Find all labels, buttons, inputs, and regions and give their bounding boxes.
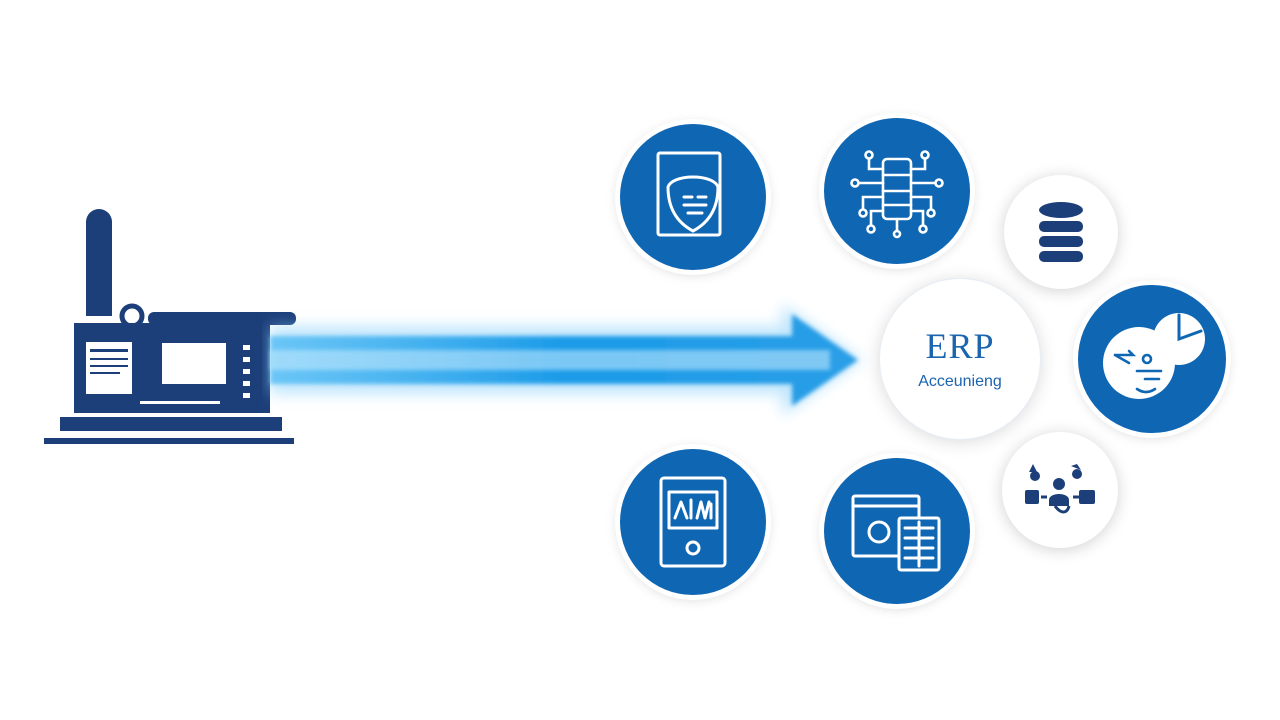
machine-icon bbox=[44, 209, 296, 444]
hub-title: ERP bbox=[925, 326, 995, 366]
circuit-network-icon bbox=[850, 150, 944, 239]
face-analytics-icon bbox=[1103, 313, 1205, 399]
report-clipboard-icon bbox=[659, 476, 727, 568]
document-shield-circle bbox=[620, 124, 766, 270]
database-circle bbox=[1004, 175, 1118, 289]
document-shield-icon bbox=[656, 151, 722, 237]
team-workflow-circle bbox=[1002, 432, 1118, 548]
database-icon bbox=[1039, 202, 1083, 262]
face-analytics-circle bbox=[1078, 285, 1226, 433]
hub-subtitle: Acceunieng bbox=[918, 373, 1002, 390]
team-workflow-icon bbox=[1025, 464, 1095, 514]
tablet-spreadsheet-circle bbox=[824, 458, 970, 604]
report-clipboard-circle bbox=[620, 449, 766, 595]
data-flow-arrow bbox=[270, 304, 862, 416]
erp-hub: ERP Acceunieng bbox=[880, 279, 1040, 439]
tablet-spreadsheet-icon bbox=[851, 494, 941, 572]
circuit-network-circle bbox=[824, 118, 970, 264]
